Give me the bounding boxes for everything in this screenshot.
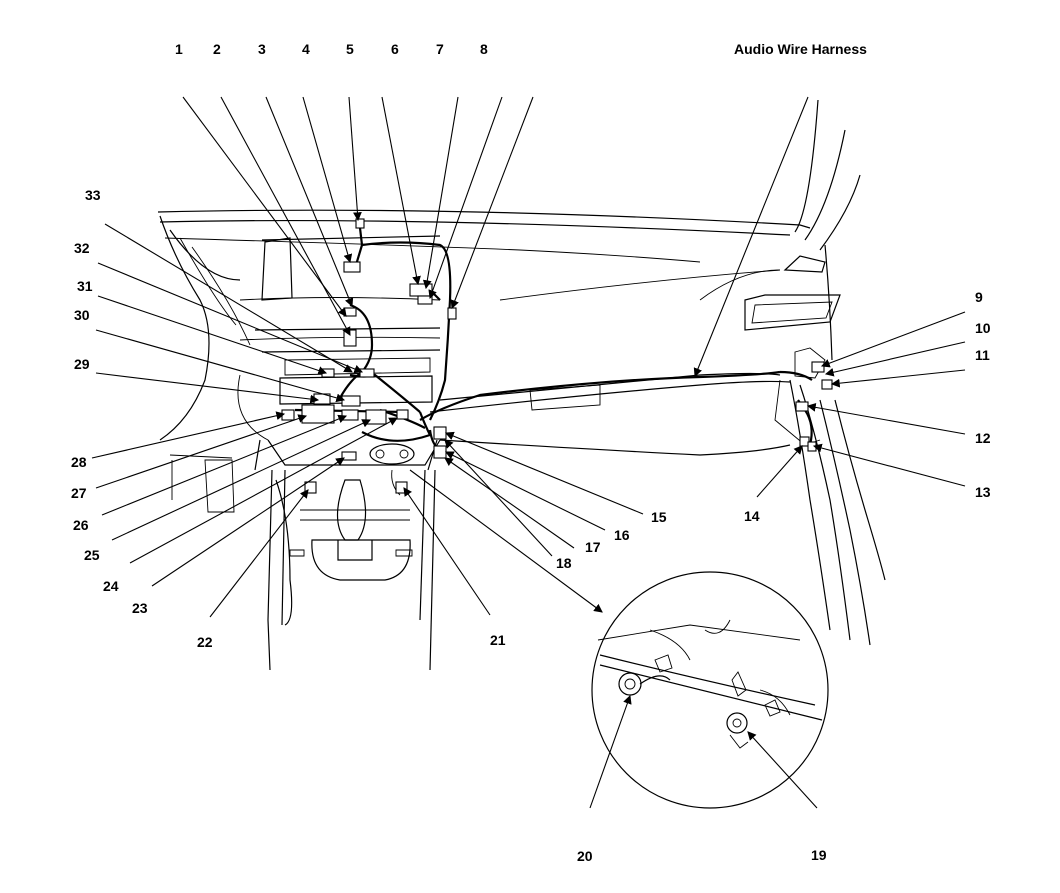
callout-4: 4 xyxy=(302,41,310,57)
callout-12: 12 xyxy=(975,430,991,446)
callout-1: 1 xyxy=(175,41,183,57)
callout-5: 5 xyxy=(346,41,354,57)
callout-24: 24 xyxy=(103,578,119,594)
callout-19: 19 xyxy=(811,847,827,863)
callout-3: 3 xyxy=(258,41,266,57)
callout-33: 33 xyxy=(85,187,101,203)
diagram-title: Audio Wire Harness xyxy=(734,41,867,57)
callout-31: 31 xyxy=(77,278,93,294)
callout-27: 27 xyxy=(71,485,87,501)
callout-10: 10 xyxy=(975,320,991,336)
harness-wires xyxy=(294,227,813,451)
callout-21: 21 xyxy=(490,632,506,648)
center-stack xyxy=(169,235,441,671)
callout-28: 28 xyxy=(71,454,87,470)
callout-8: 8 xyxy=(480,41,488,57)
callout-25: 25 xyxy=(84,547,100,563)
callout-13: 13 xyxy=(975,484,991,500)
callout-23: 23 xyxy=(132,600,148,616)
callout-30: 30 xyxy=(74,307,90,323)
connectors xyxy=(281,218,833,494)
callout-26: 26 xyxy=(73,517,89,533)
callout-6: 6 xyxy=(391,41,399,57)
callout-9: 9 xyxy=(975,289,983,305)
callout-20: 20 xyxy=(577,848,593,864)
callout-7: 7 xyxy=(436,41,444,57)
callout-2: 2 xyxy=(213,41,221,57)
callout-14: 14 xyxy=(744,508,760,524)
leader-lines xyxy=(91,96,966,809)
callout-17: 17 xyxy=(585,539,601,555)
callout-22: 22 xyxy=(197,634,213,650)
callout-15: 15 xyxy=(651,509,667,525)
callout-16: 16 xyxy=(614,527,630,543)
callout-29: 29 xyxy=(74,356,90,372)
callout-18: 18 xyxy=(556,555,572,571)
detail-inset xyxy=(591,571,829,809)
callout-32: 32 xyxy=(74,240,90,256)
dashboard-outline xyxy=(157,99,886,646)
callout-11: 11 xyxy=(975,347,990,363)
